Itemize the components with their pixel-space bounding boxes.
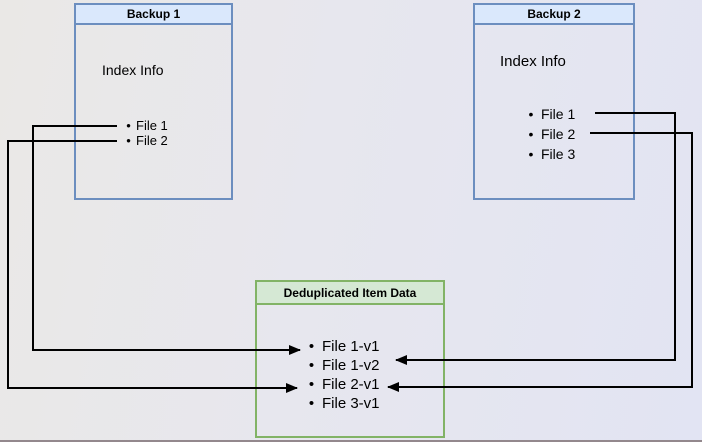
bullet-icon: •: [528, 146, 534, 162]
backup2-file-list: • File 1 • File 2 • File 3: [523, 104, 576, 164]
file-label: File 1: [541, 106, 576, 122]
list-item: • File 1-v2: [303, 356, 380, 375]
backup1-box: Backup 1 Index Info • File 1 • File 2: [74, 3, 233, 200]
list-item: • File 3: [523, 144, 576, 164]
file-label: File 3-v1: [322, 395, 380, 412]
bullet-icon: •: [308, 338, 315, 355]
backup1-title: Backup 1: [76, 5, 231, 25]
file-label: File 2: [136, 133, 168, 148]
list-item: • File 2: [121, 133, 168, 148]
dedup-box: Deduplicated Item Data • File 1-v1 • Fil…: [255, 280, 445, 438]
bullet-icon: •: [528, 106, 534, 122]
file-label: File 2: [541, 126, 576, 142]
file-label: File 3: [541, 146, 576, 162]
backup2-title: Backup 2: [475, 5, 633, 25]
list-item: • File 2: [523, 124, 576, 144]
bullet-icon: •: [308, 376, 315, 393]
bullet-icon: •: [126, 118, 131, 133]
backup2-subtitle: Index Info: [500, 53, 566, 70]
bullet-icon: •: [308, 395, 315, 412]
file-label: File 1-v2: [322, 357, 380, 374]
bullet-icon: •: [528, 126, 534, 142]
bullet-icon: •: [126, 133, 131, 148]
list-item: • File 3-v1: [303, 394, 380, 413]
backup1-file-list: • File 1 • File 2: [121, 118, 168, 148]
dedup-file-list: • File 1-v1 • File 1-v2 • File 2-v1 • Fi…: [303, 337, 380, 413]
bullet-icon: •: [308, 357, 315, 374]
backup1-subtitle: Index Info: [102, 62, 164, 78]
window-bottom-edge: [0, 440, 702, 442]
file-label: File 2-v1: [322, 376, 380, 393]
backup2-box: Backup 2 Index Info • File 1 • File 2 • …: [473, 3, 635, 200]
dedup-title: Deduplicated Item Data: [257, 282, 443, 305]
list-item: • File 1: [523, 104, 576, 124]
list-item: • File 1-v1: [303, 337, 380, 356]
file-label: File 1: [136, 118, 168, 133]
list-item: • File 1: [121, 118, 168, 133]
file-label: File 1-v1: [322, 338, 380, 355]
list-item: • File 2-v1: [303, 375, 380, 394]
